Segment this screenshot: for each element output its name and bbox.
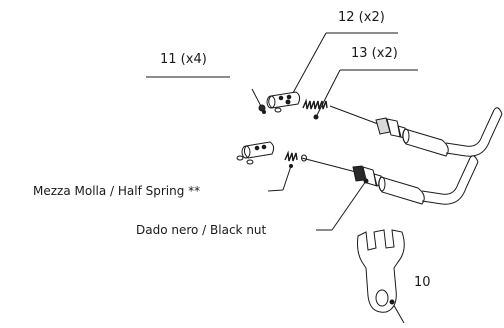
bent-rod-upper <box>445 107 503 157</box>
set-screw-1 <box>258 104 266 112</box>
set-screw-2 <box>274 107 282 113</box>
leader-line-12-pointer <box>287 32 327 103</box>
label-half-spring: Mezza Molla / Half Spring ** <box>33 184 201 198</box>
bracket-pointer-dot <box>389 299 395 305</box>
label-part-11: 11 (x4) <box>160 52 207 67</box>
cable-clamp-upper <box>266 91 301 109</box>
leader-dot-half-spring <box>289 164 293 168</box>
label-part-13: 13 (x2) <box>351 46 398 61</box>
cable-upper <box>329 105 379 125</box>
leader-line-half-spring <box>267 189 284 192</box>
half-spring-part <box>284 150 298 162</box>
leader-dot-13 <box>313 114 319 120</box>
cable-end-lower <box>301 154 307 162</box>
cable-housing-upper <box>402 128 449 157</box>
cable-lower <box>301 157 357 173</box>
set-screw-3 <box>236 155 244 161</box>
label-part-10: 10 <box>414 275 431 290</box>
lower-assembly <box>236 141 479 205</box>
leader-line-half-spring-pointer <box>282 165 292 191</box>
cable-housing-lower <box>378 176 425 205</box>
leader-line-black-nut-pointer <box>331 180 367 231</box>
leader-dot-11 <box>262 110 266 114</box>
bracket-part-10 <box>357 229 405 313</box>
spring-upper <box>302 98 328 110</box>
cable-fitting-upper <box>375 117 407 139</box>
upper-assembly <box>258 91 503 157</box>
label-black-nut: Dado nero / Black nut <box>136 223 267 237</box>
leader-dot-black-nut <box>363 178 369 184</box>
cable-clamp-lower <box>241 141 275 159</box>
leader-dot-12 <box>285 99 291 105</box>
black-nut-part <box>352 165 383 187</box>
bent-rod-lower <box>421 155 479 205</box>
label-part-12: 12 (x2) <box>338 10 385 25</box>
bracket-hole <box>375 289 389 307</box>
leader-line-13-pointer <box>315 69 341 118</box>
set-screw-4 <box>246 159 254 165</box>
